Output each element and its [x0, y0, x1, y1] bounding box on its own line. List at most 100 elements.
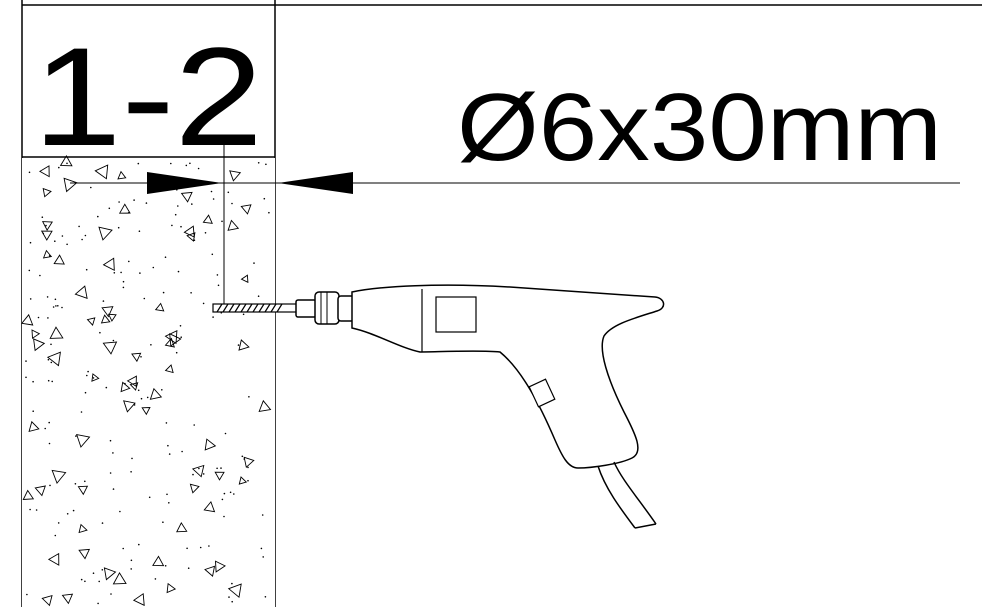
concrete-dot	[47, 358, 50, 361]
concrete-aggregate	[20, 313, 34, 326]
concrete-aggregate	[164, 364, 174, 374]
concrete-dot	[130, 559, 133, 562]
concrete-aggregate	[100, 314, 111, 324]
concrete-dot	[150, 344, 152, 346]
concrete-dot	[35, 509, 38, 511]
concrete-dot	[138, 230, 141, 232]
concrete-dot	[162, 521, 164, 523]
concrete-dot	[202, 473, 205, 475]
concrete-dot	[58, 166, 60, 169]
concrete-aggregate	[118, 203, 131, 214]
concrete-dot	[223, 515, 225, 518]
concrete-dot	[257, 295, 260, 298]
concrete-aggregate	[131, 352, 142, 363]
concrete-dot	[110, 593, 112, 595]
concrete-dot	[80, 578, 83, 581]
concrete-dot	[233, 493, 235, 495]
concrete-aggregate	[154, 302, 165, 312]
concrete-dot	[92, 377, 95, 379]
concrete-dot	[187, 567, 190, 569]
concrete-dot	[180, 225, 182, 228]
drill-bit-flutes	[216, 303, 283, 313]
concrete-aggregate	[164, 337, 175, 348]
concrete-aggregate	[46, 351, 61, 367]
concrete-dot	[247, 479, 249, 482]
concrete-dot	[51, 380, 53, 383]
concrete-dot	[66, 243, 68, 246]
concrete-dot	[223, 492, 226, 495]
concrete-aggregate	[243, 456, 255, 469]
concrete-dot	[216, 274, 219, 276]
drill-housing-outline	[351, 284, 665, 469]
concrete-dot	[262, 556, 265, 558]
concrete-dot	[48, 255, 51, 257]
concrete-aggregate	[180, 191, 193, 203]
concrete-dot	[80, 411, 83, 413]
concrete-aggregate	[34, 485, 46, 497]
concrete-dot	[148, 496, 151, 499]
concrete-dot	[202, 302, 205, 305]
drill-spec-label: Ø6x30mm	[457, 74, 942, 181]
concrete-dot	[168, 453, 171, 455]
concrete-dot	[128, 260, 130, 263]
dimension-arrow-right	[147, 172, 222, 194]
concrete-dot	[193, 424, 195, 426]
concrete-dot	[221, 220, 223, 223]
concrete-aggregate	[42, 187, 52, 198]
concrete-dot	[47, 379, 50, 382]
concrete-dot	[221, 498, 224, 501]
concrete-dot	[227, 191, 230, 194]
concrete-dot	[113, 272, 116, 274]
concrete-aggregate	[227, 583, 242, 599]
concrete-aggregate	[98, 226, 113, 241]
concrete-dot	[192, 473, 194, 476]
concrete-dot	[81, 238, 83, 241]
concrete-dot	[130, 471, 132, 473]
concrete-aggregate	[49, 326, 64, 339]
concrete-dot	[48, 421, 50, 424]
concrete-aggregate	[141, 407, 151, 416]
concrete-dot	[243, 458, 245, 460]
concrete-aggregate	[86, 317, 96, 326]
depth-dimension	[70, 145, 960, 305]
concrete-dot	[57, 522, 60, 524]
concrete-dot	[42, 232, 45, 235]
concrete-aggregate	[53, 254, 65, 265]
concrete-aggregate	[202, 214, 213, 224]
concrete-dot	[122, 547, 124, 550]
concrete-aggregate	[51, 469, 67, 484]
concrete-dot	[179, 325, 182, 327]
concrete-dot	[167, 444, 169, 447]
concrete-dot	[212, 198, 215, 200]
concrete-dot	[39, 274, 41, 277]
concrete-aggregate	[258, 399, 272, 412]
concrete-dot	[117, 226, 120, 229]
concrete-aggregate	[240, 274, 249, 284]
concrete-dot	[98, 580, 100, 583]
concrete-aggregate	[78, 523, 88, 534]
step-label: 1-2	[33, 18, 263, 175]
concrete-dot	[54, 534, 57, 537]
concrete-dot	[46, 296, 49, 298]
concrete-dot	[264, 596, 267, 598]
concrete-aggregate	[132, 592, 145, 607]
concrete-dot	[97, 602, 99, 605]
concrete-dot	[87, 370, 89, 373]
concrete-dot	[28, 269, 31, 272]
concrete-dot	[101, 569, 104, 571]
concrete-aggregate	[76, 434, 91, 448]
concrete-dot	[25, 376, 27, 379]
concrete-aggregate	[189, 483, 200, 494]
concrete-dot	[174, 213, 177, 216]
concrete-dot	[90, 186, 92, 189]
concrete-dot	[105, 386, 108, 389]
concrete-aggregate	[47, 552, 60, 566]
concrete-aggregate	[215, 560, 227, 573]
concrete-dot	[119, 510, 121, 513]
concrete-aggregate	[28, 420, 40, 433]
concrete-dot	[118, 201, 120, 203]
concrete-aggregate	[120, 381, 131, 393]
dimension-arrow-left	[278, 172, 353, 194]
concrete-dot	[54, 240, 56, 242]
